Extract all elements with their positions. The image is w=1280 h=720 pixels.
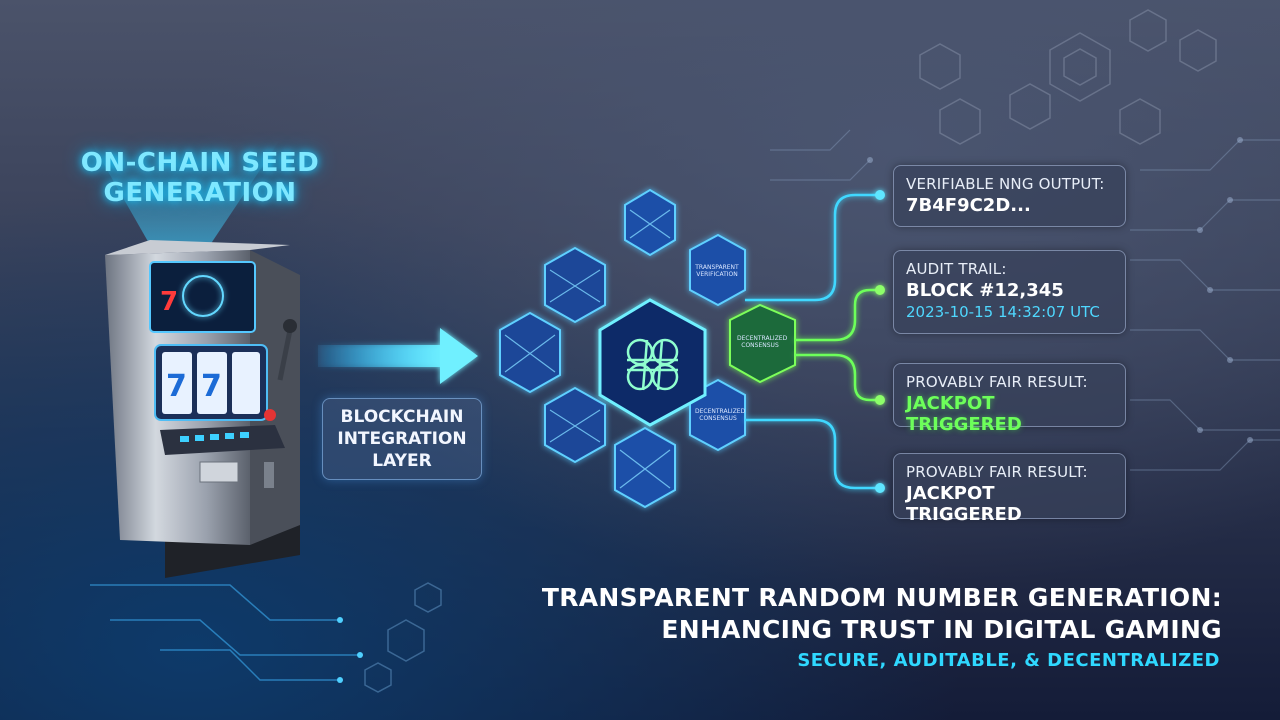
- panel-nng-output: VERIFIABLE NNG OUTPUT: 7B4F9C2D...: [893, 165, 1126, 227]
- panel-value: 7B4F9C2D...: [906, 195, 1031, 216]
- cube-icon: [499, 188, 796, 509]
- cube-label-consensus: DECENTRALIZED CONSENSUS: [737, 335, 788, 349]
- panel-value: JACKPOT TRIGGERED: [906, 483, 1022, 525]
- headline-line-2: ENHANCING TRUST IN DIGITAL GAMING: [661, 615, 1222, 644]
- panel-label: AUDIT TRAIL:: [906, 260, 1007, 278]
- panel-fair-result-secondary: PROVABLY FAIR RESULT: JACKPOT TRIGGERED: [893, 453, 1126, 525]
- panel-timestamp: 2023-10-15 14:32:07 UTC: [906, 303, 1100, 321]
- panel-value: BLOCK #12,345: [906, 280, 1064, 301]
- hexagon-icon: [919, 9, 1217, 145]
- tagline: SECURE, AUDITABLE, & DECENTRALIZED: [797, 650, 1220, 671]
- slot-machine: 7 7 7: [105, 240, 300, 578]
- hologram-title: ON-CHAIN SEED GENERATION: [80, 148, 320, 208]
- headline-line-1: TRANSPARENT RANDOM NUMBER GENERATION:: [541, 583, 1222, 612]
- cube-label-consensus-lower: DECENTRALIZED CONSENSUS: [695, 408, 746, 422]
- headline: TRANSPARENT RANDOM NUMBER GENERATION: EN…: [542, 582, 1222, 646]
- panel-value: JACKPOT TRIGGERED: [906, 393, 1022, 435]
- circuit-icon: [90, 584, 360, 681]
- blockchain-layer-label: BLOCKCHAIN INTEGRATION LAYER: [322, 398, 482, 480]
- connector-lines: [745, 193, 880, 490]
- cube-label-verification: TRANSPARENT VERIFICATION: [695, 264, 739, 278]
- svg-text:7: 7: [166, 369, 187, 404]
- hexagon-icon: [364, 582, 442, 693]
- arrow-right-icon: [318, 328, 478, 384]
- panel-label: VERIFIABLE NNG OUTPUT:: [906, 175, 1105, 193]
- panel-label: PROVABLY FAIR RESULT:: [906, 463, 1088, 481]
- panel-audit-trail: AUDIT TRAIL: BLOCK #12,345 2023-10-15 14…: [893, 250, 1126, 334]
- svg-text:7: 7: [160, 287, 178, 317]
- panel-fair-result: PROVABLY FAIR RESULT: JACKPOT TRIGGERED: [893, 363, 1126, 435]
- circuit-icon: [770, 129, 1280, 471]
- svg-text:7: 7: [201, 369, 222, 404]
- panel-label: PROVABLY FAIR RESULT:: [906, 373, 1088, 391]
